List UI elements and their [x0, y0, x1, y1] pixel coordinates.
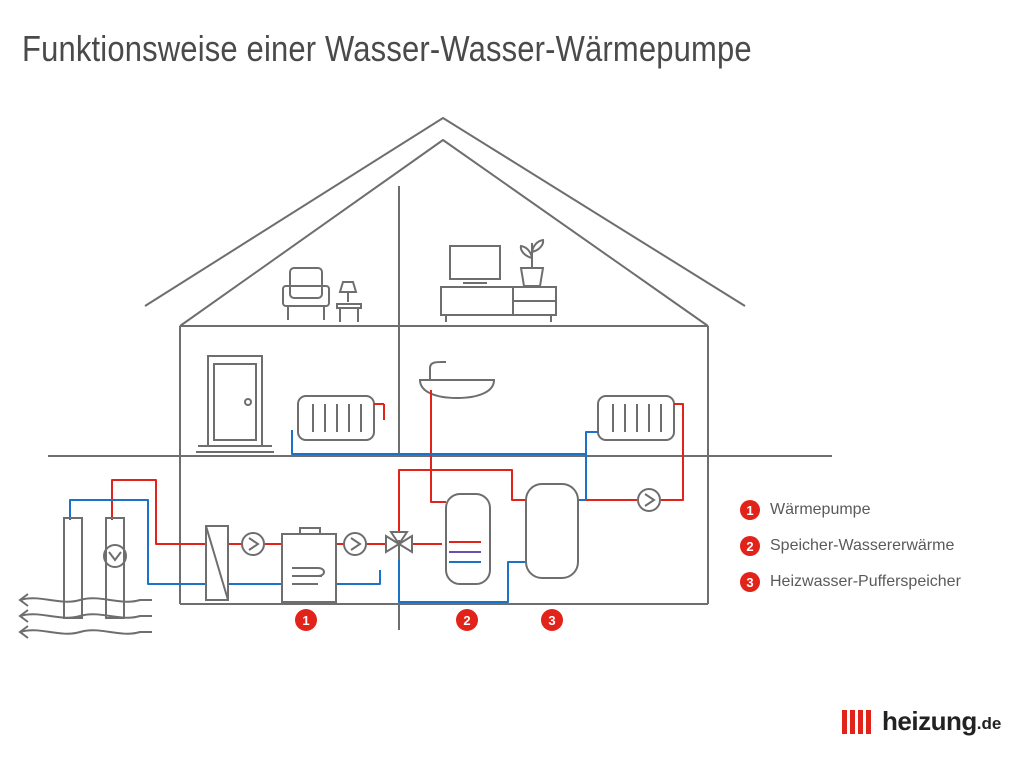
sink-icon	[418, 361, 496, 400]
roof-inner	[179, 139, 709, 327]
hot-pipes	[111, 390, 684, 545]
marker-3: 3	[541, 609, 563, 631]
heat-pump-unit	[281, 527, 337, 603]
legend: 1 Wärmepumpe 2 Speicher-Wassererwärme 3 …	[740, 500, 961, 608]
marker-2: 2	[456, 609, 478, 631]
legend-item: 3 Heizwasser-Pufferspeicher	[740, 572, 961, 592]
armchair-icon	[282, 267, 330, 320]
pump-3-icon	[637, 488, 661, 512]
legend-label: Speicher-Wassererwärme	[770, 537, 955, 554]
legend-label: Heizwasser-Pufferspeicher	[770, 573, 961, 590]
marker-1: 1	[295, 609, 317, 631]
logo-name: heizung	[882, 706, 977, 736]
heat-exchanger	[205, 525, 229, 601]
groundwater-arrows	[18, 593, 152, 639]
storage-tank	[445, 493, 491, 585]
legend-item: 1 Wärmepumpe	[740, 500, 961, 520]
logo-bars-icon	[842, 710, 871, 734]
radiator-left-icon	[297, 395, 375, 441]
radiator-right-icon	[597, 395, 675, 441]
pump-2-icon	[343, 532, 367, 556]
legend-item: 2 Speicher-Wassererwärme	[740, 536, 961, 556]
door-icon	[196, 355, 274, 453]
well-left	[63, 517, 83, 619]
logo-tld: .de	[976, 714, 1002, 733]
cold-pipes	[69, 430, 598, 603]
legend-badge: 2	[740, 536, 760, 556]
legend-badge: 1	[740, 500, 760, 520]
legend-label: Wärmepumpe	[770, 501, 871, 518]
buffer-tank	[525, 483, 579, 579]
roof-outline	[144, 117, 746, 307]
well-right	[103, 517, 127, 619]
page-title: Funktionsweise einer Wasser-Wasser-Wärme…	[22, 28, 752, 69]
lamp-icon	[336, 281, 362, 322]
legend-badge: 3	[740, 572, 760, 592]
three-way-valve-icon	[385, 531, 413, 554]
plant-icon	[519, 238, 545, 287]
brand-logo[interactable]: heizung .de	[842, 708, 1001, 734]
pump-1-icon	[241, 532, 265, 556]
tv-sideboard-icon	[440, 245, 557, 322]
